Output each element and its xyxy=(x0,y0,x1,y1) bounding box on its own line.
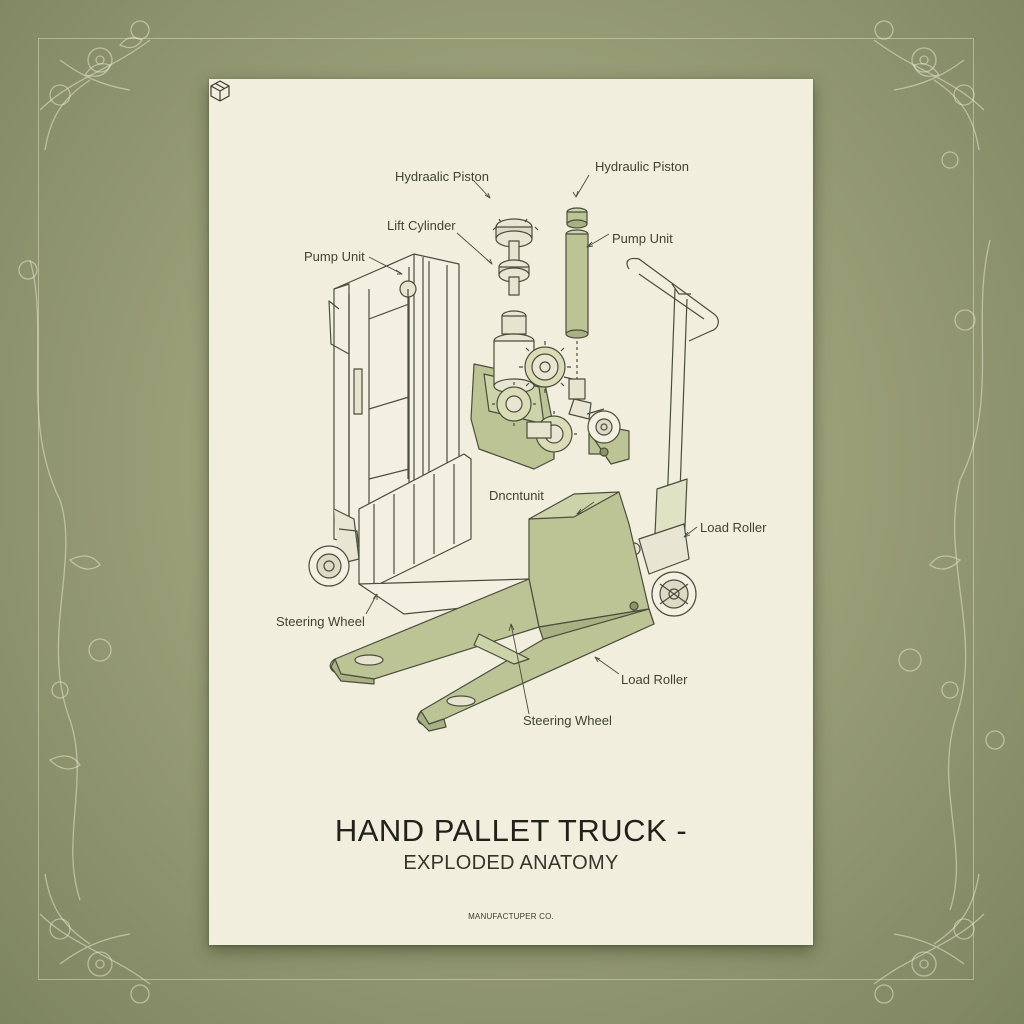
poster-subtitle: EXPLODED ANATOMY xyxy=(403,852,619,874)
callout-hydraulic-piston-right: Hydraulic Piston xyxy=(595,159,689,174)
manufacturer-name: MANUFACTUPER CO. xyxy=(468,912,554,921)
handle xyxy=(626,257,719,558)
lift-cylinder-part xyxy=(565,207,589,379)
forks-chassis xyxy=(329,491,655,732)
poster-title: HAND PALLET TRUCK - xyxy=(334,813,688,848)
callout-steering-wheel-left: Steering Wheel xyxy=(276,614,365,629)
callout-lift-cylinder: Lift Cylinder xyxy=(387,218,456,233)
callout-pump-unit-right: Pump Unit xyxy=(612,231,673,246)
callout-hydraulic-piston-left: Hydraalic Piston xyxy=(395,169,489,184)
exploded-diagram xyxy=(308,174,719,732)
fork-cage xyxy=(358,453,550,615)
callout-load-roller-right: Load Roller xyxy=(700,520,767,535)
steering-wheel-left xyxy=(308,508,360,587)
top-gear-stack xyxy=(492,218,539,296)
poster: Hydraalic Piston Hydraulic Piston Lift C… xyxy=(209,79,813,945)
pump-unit-part xyxy=(470,310,630,470)
callout-load-roller-bottom: Load Roller xyxy=(621,672,688,687)
leader-lines xyxy=(365,174,698,715)
load-roller-right xyxy=(627,523,697,617)
callout-pump-unit-left: Pump Unit xyxy=(304,249,365,264)
callout-steering-wheel-bottom: Steering Wheel xyxy=(523,713,612,728)
manufacturer-logo-icon xyxy=(210,80,230,102)
callout-drive-unit: Dncntunit xyxy=(489,488,544,503)
